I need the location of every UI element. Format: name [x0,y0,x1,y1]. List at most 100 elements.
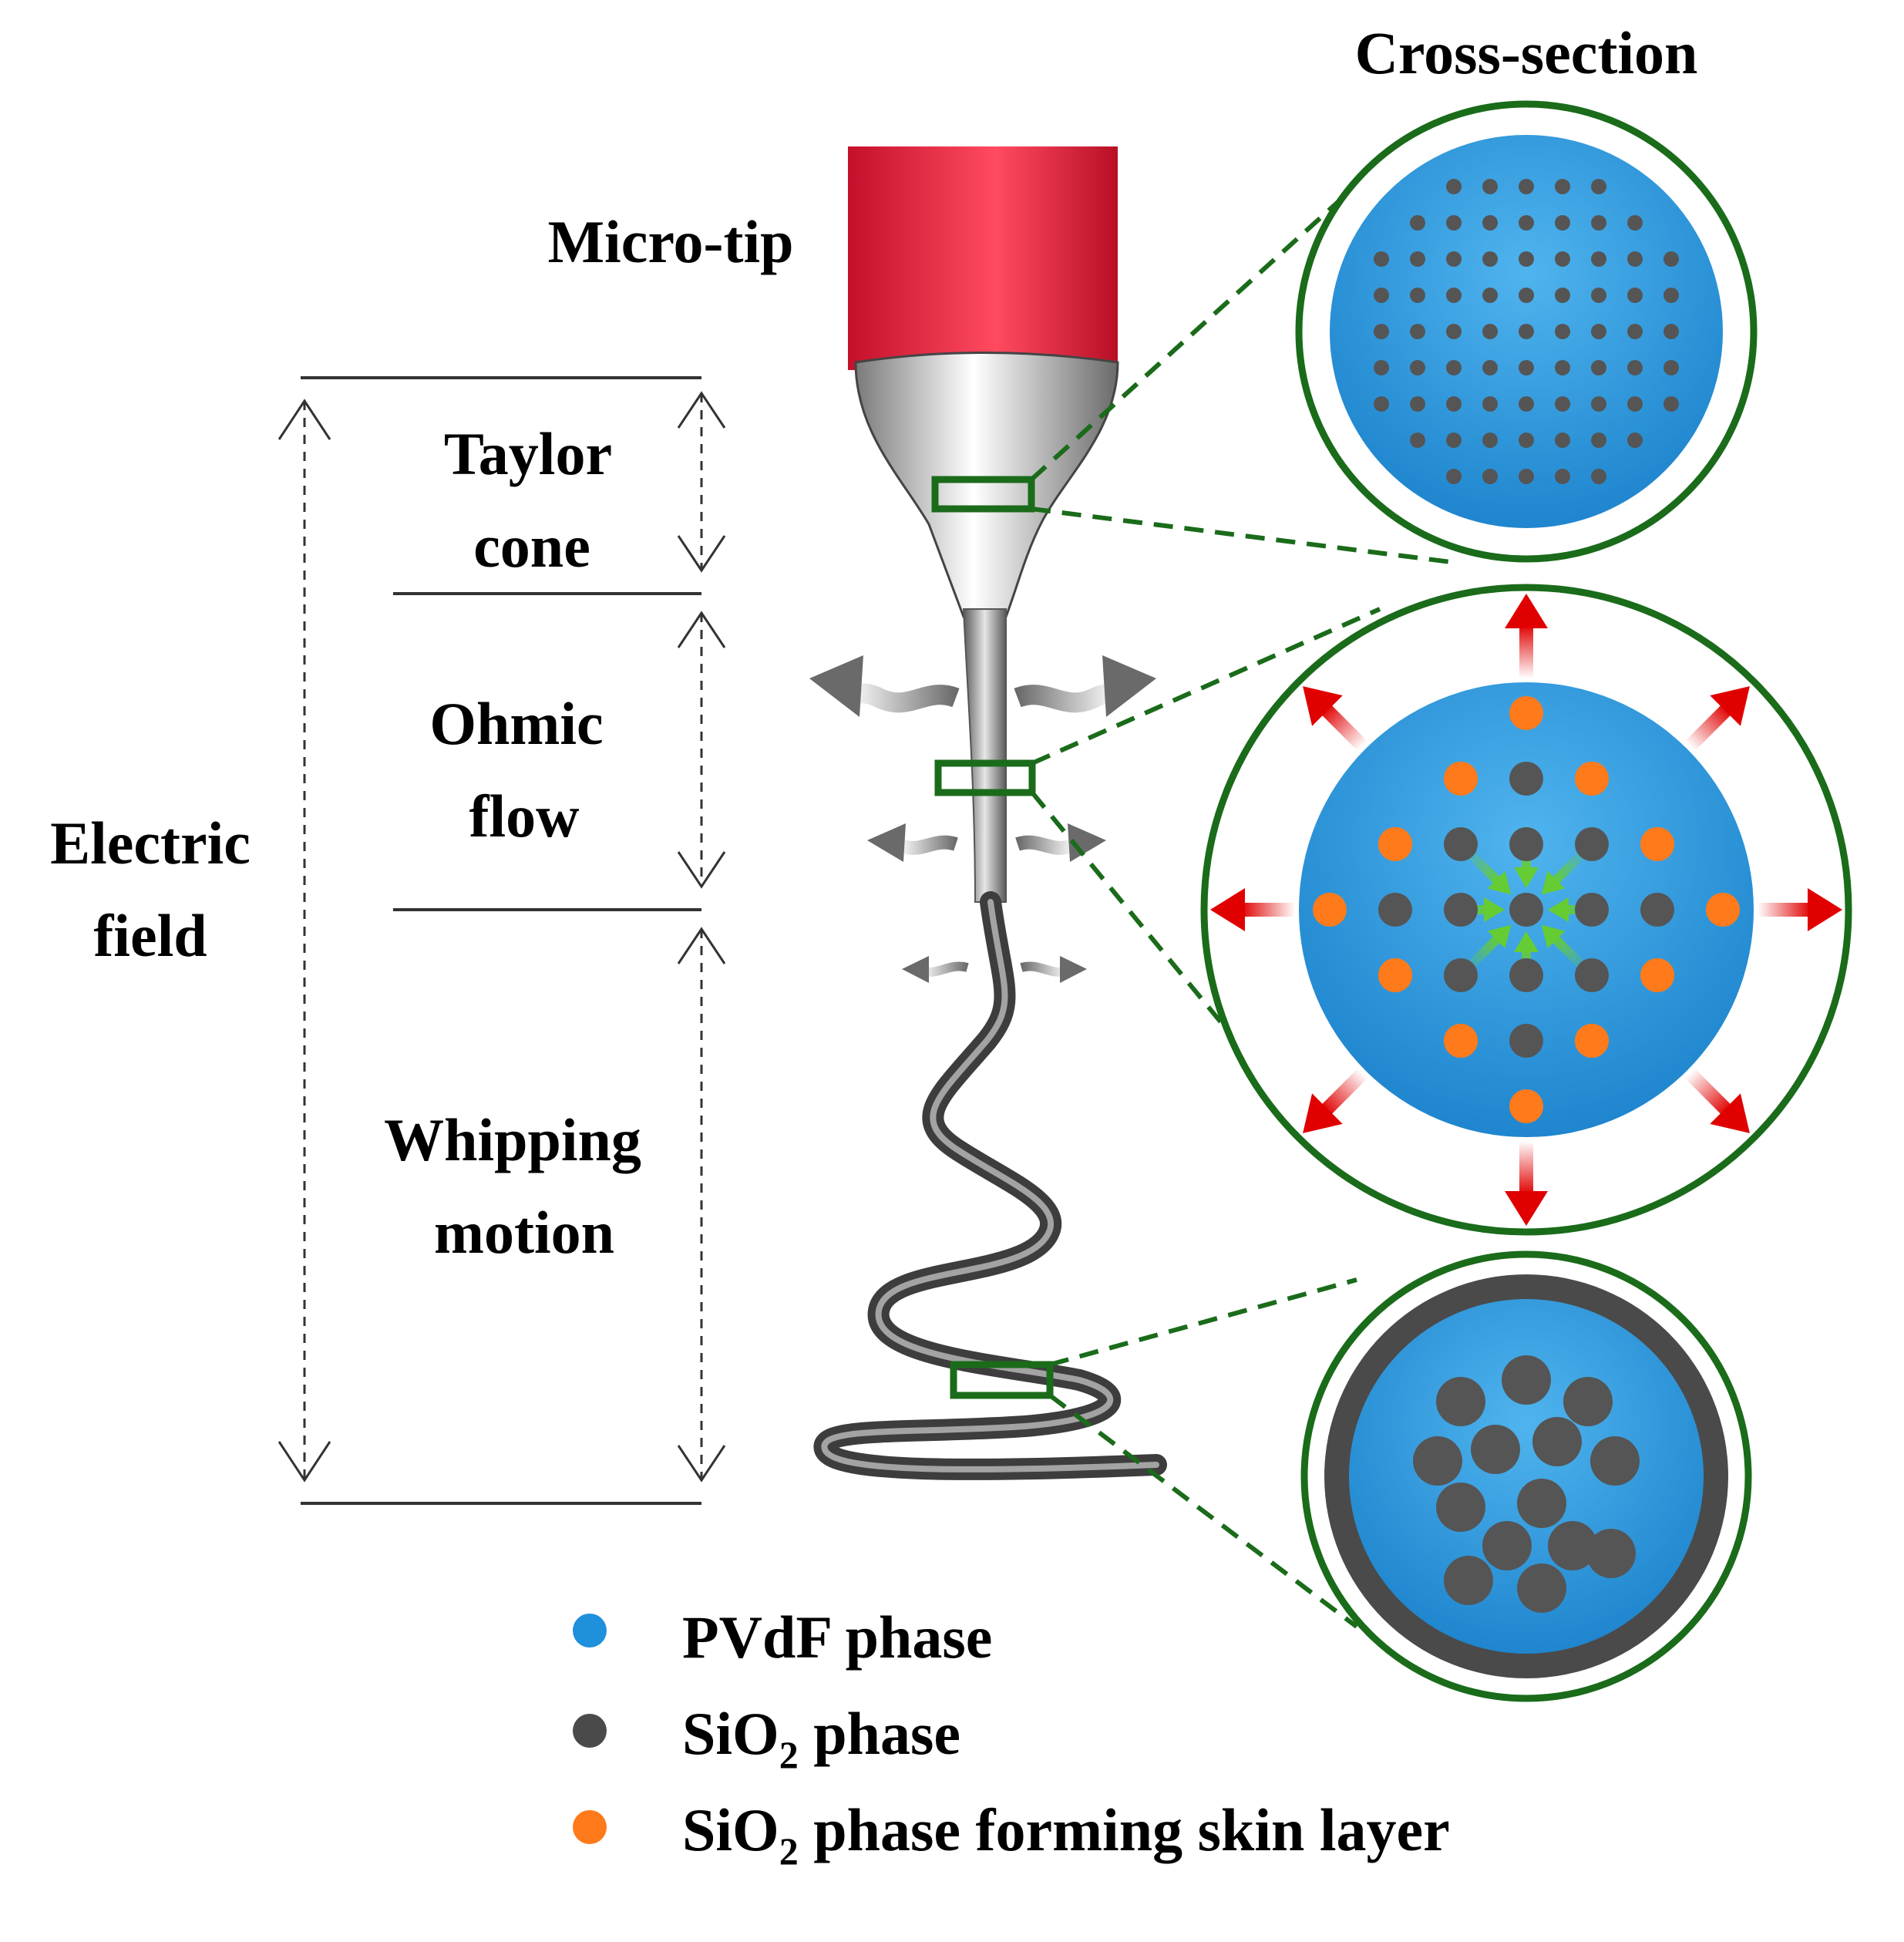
outward-arrow [1303,686,1368,752]
sio2-particle [1555,251,1570,267]
instability-arrows [809,655,1156,983]
sio2-particle [1663,360,1679,375]
skin-particle [1706,893,1740,927]
sio2-particle [1509,1024,1543,1058]
sio2-particle [1519,324,1534,339]
sio2-particle [1663,396,1679,412]
sio2-particle [1446,251,1462,267]
sio2-particle [1627,215,1643,231]
skin-particle [1378,827,1412,861]
sio2-particle [1410,360,1425,375]
sio2-particle [1591,324,1606,339]
sio2-particle [1509,827,1543,861]
legend-label-sio2: SiO2 phase [682,1700,960,1776]
sio2-particle [1555,360,1570,375]
skin-particle [1575,762,1609,796]
sio2-particle [1446,432,1462,448]
sio2-particle [1446,288,1462,303]
sio2-particle [1575,958,1609,992]
sio2-particle [1532,1417,1582,1466]
sio2-particle [1502,1355,1551,1405]
sio2-particle [1519,215,1534,231]
sio2-particle [1446,324,1462,339]
electric-field-label-1: Electric [50,809,251,877]
legend-label-pvdf: PVdF phase [682,1604,992,1671]
legend-marker-sio2 [573,1714,607,1748]
sio2-particle [1482,360,1498,375]
sio2-particle [1374,324,1389,339]
sio2-particle [1482,396,1498,412]
sio2-particle [1591,469,1606,484]
sio2-particle [1591,179,1606,194]
sio2-particle [1519,469,1534,484]
skin-particle [1640,827,1674,861]
micro-tip-nozzle [848,146,1118,370]
sio2-particle [1482,251,1498,267]
sio2-particle [1591,251,1606,267]
region-dividers [301,376,701,1505]
sio2-particle [1444,1556,1493,1605]
sio2-particle [1482,288,1498,303]
skin-particle [1509,696,1543,730]
sio2-particle [1519,251,1534,267]
sio2-particle [1482,215,1498,231]
cross-section-fiber [1300,1250,1752,1702]
ohmic-flow-label-2: flow [469,783,580,850]
sio2-particle [1410,324,1425,339]
outward-arrow [1684,686,1750,752]
sio2-particle [1446,215,1462,231]
taylor-cone-arrow [677,391,726,573]
cross-section-ohmic [1200,584,1852,1236]
cross-section-taylor [1295,100,1758,563]
sio2-particle [1374,360,1389,375]
sio2-particle [1374,396,1389,412]
sio2-particle [1410,432,1425,448]
whipping-motion-arrow [677,927,726,1483]
sio2-particle [1436,1377,1485,1426]
sio2-particle [1410,396,1425,412]
sio2-particle [1446,179,1462,194]
whipping-jet [813,891,1167,1480]
sio2-particle [1517,1563,1566,1613]
sio2-particle [1519,288,1534,303]
outward-arrow [1303,1068,1368,1133]
sio2-particle [1555,396,1570,412]
legend: PVdF phase SiO2 phase SiO2 phase forming… [573,1604,1450,1873]
sio2-particle [1444,893,1478,927]
sio2-particle [1444,827,1478,861]
inward-arrow [1541,846,1590,895]
sio2-particle [1482,179,1498,194]
sio2-particle [1519,396,1534,412]
outward-arrow [1505,1141,1548,1226]
zoom-markers [931,183,1458,1629]
sio2-particle [1627,432,1643,448]
sio2-particle [1591,288,1606,303]
electric-field-arrow [278,399,331,1483]
sio2-particle [1446,396,1462,412]
skin-particle [1509,1089,1543,1123]
sio2-particle [1509,958,1543,992]
sio2-particle [1378,893,1412,927]
sio2-particle [1663,324,1679,339]
sio2-particle [1555,432,1570,448]
sio2-particle [1482,1521,1532,1570]
skin-particle [1640,958,1674,992]
skin-particle [1575,1024,1609,1058]
sio2-particle [1563,1377,1613,1426]
sio2-particle [1548,1521,1597,1570]
sio2-particle [1410,251,1425,267]
skin-particle [1313,893,1347,927]
sio2-particle [1663,251,1679,267]
sio2-particle [1555,179,1570,194]
sio2-particle [1446,360,1462,375]
sio2-particle [1413,1436,1462,1486]
taylor-cone-label-1: Taylor [444,420,612,487]
sio2-particle [1627,396,1643,412]
sio2-particle [1410,288,1425,303]
legend-marker-pvdf [573,1614,607,1648]
skin-particle [1378,958,1412,992]
sio2-particle [1517,1479,1566,1528]
skin-particle [1444,1024,1478,1058]
sio2-particle [1519,179,1534,194]
